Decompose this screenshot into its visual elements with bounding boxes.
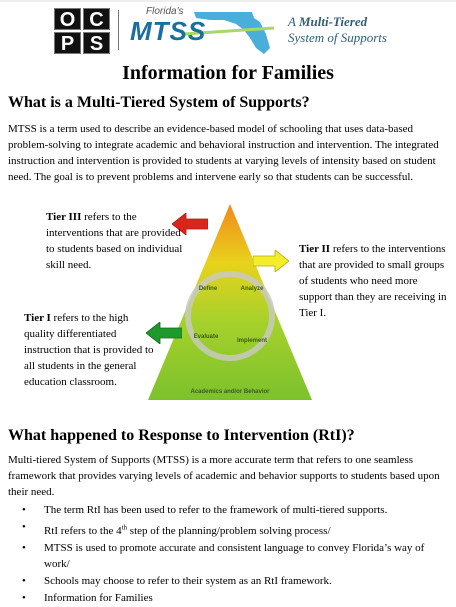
tier3-label: Tier III — [46, 211, 82, 223]
tier1-text: refers to the high quality differentiate… — [24, 312, 154, 388]
pyramid-shape — [148, 204, 312, 400]
ocps-letter-p: P — [54, 32, 81, 55]
tier-pyramid-diagram: Define Analyze Implement Evaluate Academ… — [148, 204, 312, 400]
tier1-green-arrow-icon — [146, 322, 182, 344]
ocps-letter-s: S — [83, 32, 110, 55]
tier3-description: Tier III refers to the interventions tha… — [46, 209, 186, 273]
cycle-analyze: Analyze — [241, 286, 264, 292]
tier1-label: Tier I — [24, 312, 51, 324]
cycle-evaluate: Evaluate — [194, 334, 219, 340]
bullet-icon: • — [22, 574, 26, 587]
tagline-prefix: A — [288, 14, 299, 29]
rti-bullet-list: • The term RtI has been used to refer to … — [22, 502, 442, 607]
bullet-icon: • — [22, 521, 26, 533]
bullet-icon: • — [22, 591, 26, 604]
cycle-implement: Implement — [237, 338, 267, 344]
section-paragraph-rti: Multi-tiered System of Supports (MTSS) i… — [8, 454, 440, 498]
tagline-bold: Multi-Tiered — [298, 14, 368, 29]
mtss-logo-text: MTSS — [130, 16, 207, 46]
list-item: • RtI refers to the 4th step of the plann… — [22, 519, 442, 539]
tagline-line2: System of Supports — [288, 30, 387, 45]
tier2-description: Tier II refers to the interventions that… — [299, 241, 449, 321]
bullet-icon: • — [22, 541, 26, 554]
top-border — [0, 0, 456, 2]
ocps-letter-o: O — [54, 8, 81, 31]
tier3-red-arrow-icon — [172, 213, 208, 235]
list-item: • MTSS is used to promote accurate and co… — [22, 540, 442, 572]
tier1-description: Tier I refers to the high quality differ… — [24, 310, 154, 390]
page-title: Information for Families — [122, 62, 334, 84]
cycle-define: Define — [199, 286, 218, 292]
bullet-text: RtI refers to the 4th step of the planni… — [44, 523, 331, 537]
pyramid-base-label: Academics and/or Behavior — [190, 389, 270, 395]
bullet-text: The term RtI has been used to refer to t… — [44, 504, 388, 516]
section-heading-rti: What happened to Response to Interventio… — [8, 427, 355, 444]
list-item: • Schools may choose to refer to their sy… — [22, 573, 442, 589]
bullet-text: Information for Families — [44, 591, 153, 604]
tier2-label: Tier II — [299, 243, 331, 255]
logo-divider — [118, 10, 119, 50]
list-item: • Information for Families — [22, 590, 442, 606]
bullet-text: MTSS is used to promote accurate and con… — [44, 541, 425, 570]
tier3-text: refers to the interventions that are pro… — [46, 211, 183, 271]
tier2-text: refers to the interventions that are pro… — [299, 243, 447, 319]
mtss-logo-small-text: Florida's — [146, 6, 184, 17]
section-paragraph-mtss: MTSS is a term used to describe an evide… — [8, 123, 439, 183]
ocps-letter-c: C — [83, 8, 110, 31]
florida-state-icon — [183, 12, 274, 54]
tagline: A Multi-Tiered System of Supports — [288, 14, 387, 46]
tier2-yellow-arrow-icon — [253, 250, 289, 272]
bullet-text: Schools may choose to refer to their sys… — [44, 574, 332, 587]
problem-solving-cycle — [185, 271, 275, 361]
ocps-logo: O C P S — [52, 6, 112, 56]
list-item: • The term RtI has been used to refer to … — [22, 502, 442, 518]
section-heading-mtss: What is a Multi-Tiered System of Support… — [8, 94, 310, 111]
bullet-icon: • — [22, 504, 26, 516]
